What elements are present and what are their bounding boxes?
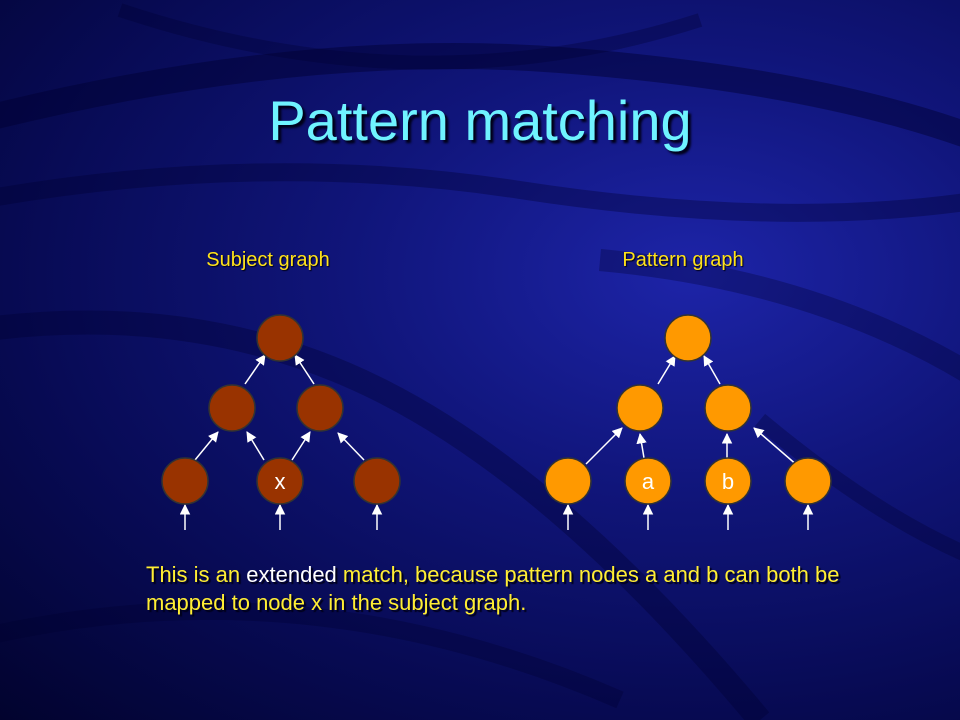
pattern-node-top bbox=[664, 314, 712, 362]
caption-text: This is an extended match, because patte… bbox=[146, 561, 866, 617]
subject-node-mid-left bbox=[208, 384, 256, 432]
subject-node-mid-right bbox=[296, 384, 344, 432]
caption-part-1: This is an bbox=[146, 562, 247, 587]
subject-graph-edges bbox=[179, 354, 383, 530]
subject-node-top bbox=[256, 314, 304, 362]
pattern-node-mid-right bbox=[704, 384, 752, 432]
caption-part-2: match, because pattern nodes a and b can… bbox=[146, 562, 840, 615]
pattern-node-leaf-4 bbox=[784, 457, 832, 505]
edge-s-midleft-to-top bbox=[244, 354, 266, 385]
pattern-node-b-label: b bbox=[722, 469, 734, 494]
edge-sx-to-midleft bbox=[246, 431, 265, 461]
pattern-node-a-label: a bbox=[642, 469, 655, 494]
edge-p-leaf1-to-midleft bbox=[585, 427, 623, 465]
subject-node-leaf-x bbox=[256, 457, 304, 505]
pattern-node-leaf-1 bbox=[544, 457, 592, 505]
subject-node-leaf-1 bbox=[161, 457, 209, 505]
pattern-node-mid-left bbox=[616, 384, 664, 432]
subject-node-x-label: x bbox=[275, 469, 286, 494]
pattern-graph-nodes bbox=[544, 314, 832, 505]
slide-title: Pattern matching bbox=[268, 89, 692, 152]
edge-s-leaf1-to-midleft bbox=[194, 431, 219, 461]
pattern-graph-label: Pattern graph bbox=[622, 249, 744, 271]
caption-emphasis: extended bbox=[246, 562, 337, 587]
edge-p-midright-to-top bbox=[703, 355, 721, 385]
subject-graph-label: Subject graph bbox=[206, 249, 330, 271]
pattern-graph-edges bbox=[562, 355, 814, 530]
edge-s-leaf3-to-midright bbox=[337, 432, 365, 461]
subject-node-leaf-3 bbox=[353, 457, 401, 505]
edge-sx-to-midright bbox=[291, 431, 311, 461]
subject-graph-nodes bbox=[161, 314, 401, 505]
pattern-node-leaf-a bbox=[624, 457, 672, 505]
edge-p-midleft-to-top bbox=[657, 355, 676, 385]
edge-pa-to-midleft bbox=[636, 432, 647, 459]
edge-s-midright-to-top bbox=[294, 354, 315, 385]
pattern-node-leaf-b bbox=[704, 457, 752, 505]
edge-p-leaf4-to-midright bbox=[753, 427, 799, 467]
